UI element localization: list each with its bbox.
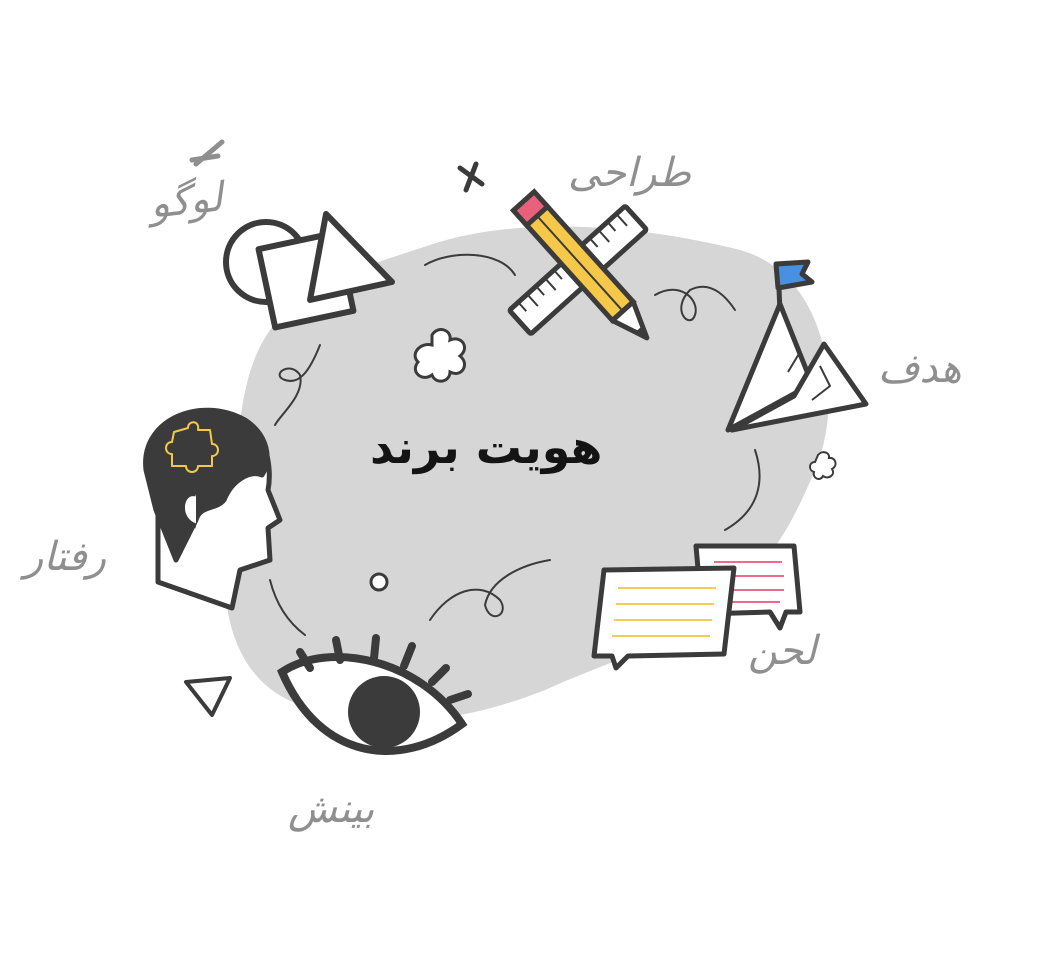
label-goal: هدف <box>878 346 962 392</box>
label-behavior: رفتار <box>24 534 107 580</box>
decorative-curves <box>269 253 761 636</box>
pencil-ruler-icon <box>507 188 650 341</box>
small-circle-icon <box>369 572 389 592</box>
x-mark-icon <box>457 161 485 193</box>
shapes-icon <box>223 211 395 331</box>
small-cloud-icon <box>809 451 837 480</box>
head-puzzle-icon <box>143 407 283 611</box>
eye-icon <box>277 634 472 755</box>
small-triangle-icon <box>184 676 232 717</box>
label-tone: لحن <box>748 628 817 674</box>
label-logo: لوگو <box>147 174 225 228</box>
center-title: هویت برند <box>370 420 603 474</box>
label-design: طراحی <box>568 150 692 196</box>
mountain-flag-icon <box>725 259 869 433</box>
speech-bubbles-icon <box>591 543 803 671</box>
label-insight: بینش <box>288 786 375 832</box>
cloud-cross-icon <box>413 328 466 383</box>
logo-accent-strokes <box>189 139 225 167</box>
